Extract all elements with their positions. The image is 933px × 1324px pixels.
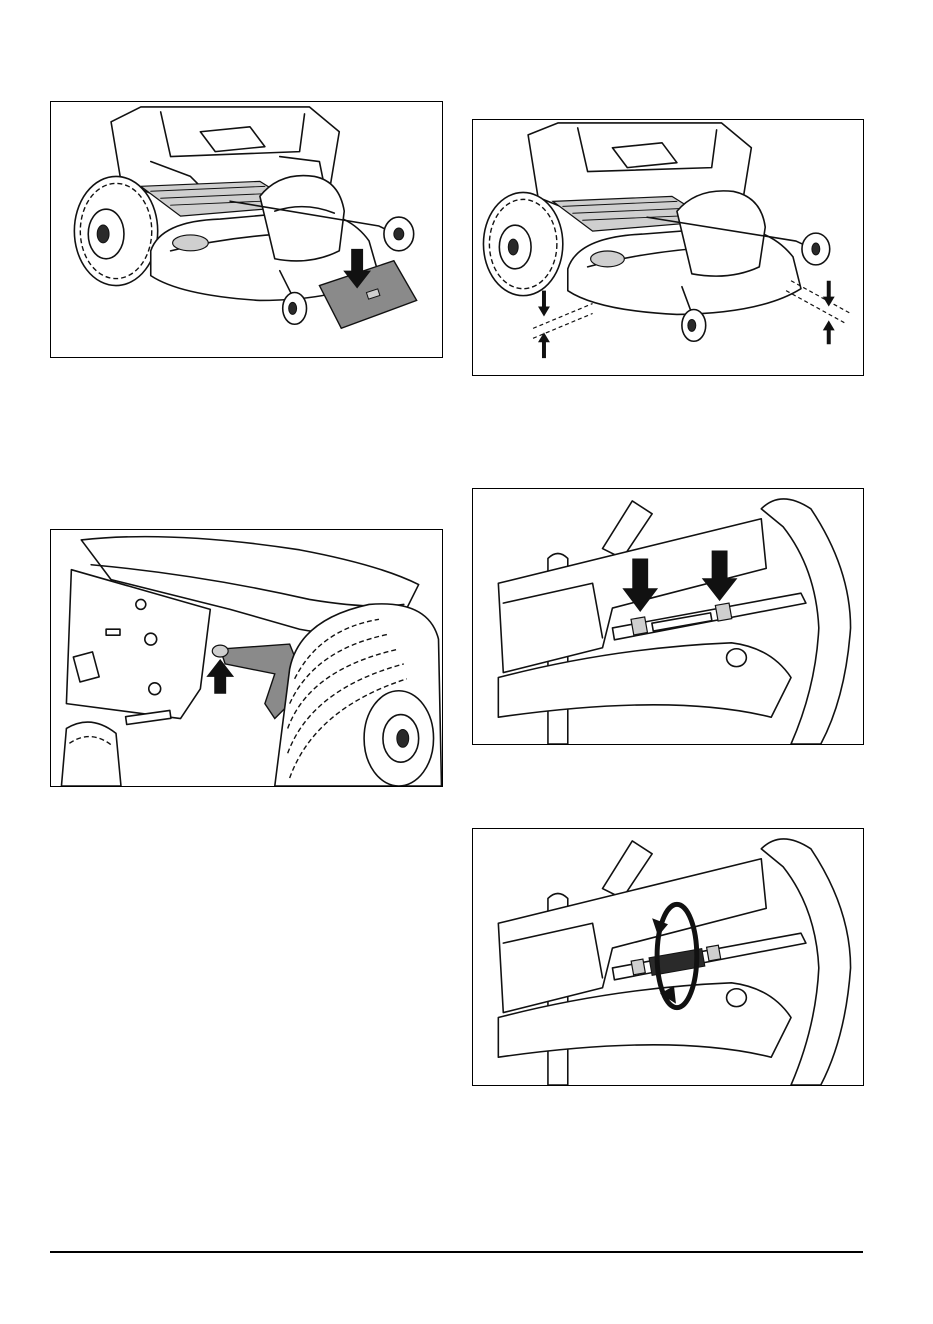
figure-linkage-turnbuckle — [472, 828, 864, 1086]
figure-linkage-nuts — [472, 488, 864, 745]
figure-deck-height-check — [472, 119, 864, 376]
linkage-turnbuckle-illustration — [473, 829, 863, 1085]
lift-pin-illustration — [51, 530, 442, 786]
footer-rule — [50, 1251, 863, 1253]
deck-height-check-illustration — [473, 120, 863, 375]
linkage-nuts-illustration — [473, 489, 863, 744]
figure-lift-pin — [50, 529, 443, 787]
figure-mower-deck-with-plate — [50, 101, 443, 358]
mower-deck-plate-illustration — [51, 102, 442, 357]
